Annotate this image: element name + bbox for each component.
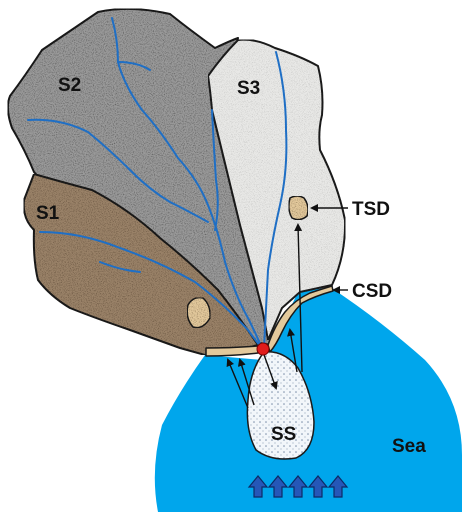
river-s2-east (211, 109, 219, 231)
rivers-s2 (27, 17, 263, 349)
label-ss: SS (271, 424, 296, 445)
tsd-patch-s1 (186, 296, 211, 329)
river-s2-north (117, 61, 151, 71)
label-csd: CSD (352, 281, 392, 302)
arrow-ss-to-west-beach-1 (226, 358, 249, 409)
river-outlet-dot (256, 342, 270, 356)
up-arrow-icon (307, 475, 329, 498)
arrow-ss-to-west-beach-2 (237, 358, 255, 406)
river-s1-main (39, 231, 263, 349)
flow-arrows (226, 204, 348, 409)
label-s3: S3 (237, 78, 260, 99)
arrow-ss-to-csd (287, 328, 298, 373)
rivers-s3 (263, 51, 288, 349)
river-s3-main (263, 51, 288, 349)
up-arrow-icon (327, 475, 349, 498)
river-s2-west (27, 118, 209, 223)
label-tsd: TSD (352, 199, 390, 220)
river-s1-trib (99, 261, 141, 273)
ss-sand-body (246, 351, 315, 460)
s3-catchment (207, 38, 347, 341)
label-s2: S2 (58, 75, 81, 96)
up-arrow-icon (287, 475, 309, 498)
beach-deposit-west (205, 345, 259, 357)
uplift-arrows (247, 475, 349, 498)
up-arrow-icon (267, 475, 289, 498)
rivers-s1 (39, 231, 263, 349)
arrow-ss-to-tsd (294, 223, 303, 373)
label-s1: S1 (36, 203, 60, 224)
label-sea: Sea (392, 436, 426, 457)
arrow-outlet-to-ss (262, 351, 278, 390)
up-arrow-icon (247, 475, 269, 498)
river-s2-trunk (111, 17, 263, 349)
tsd-patch-s3 (288, 195, 309, 221)
